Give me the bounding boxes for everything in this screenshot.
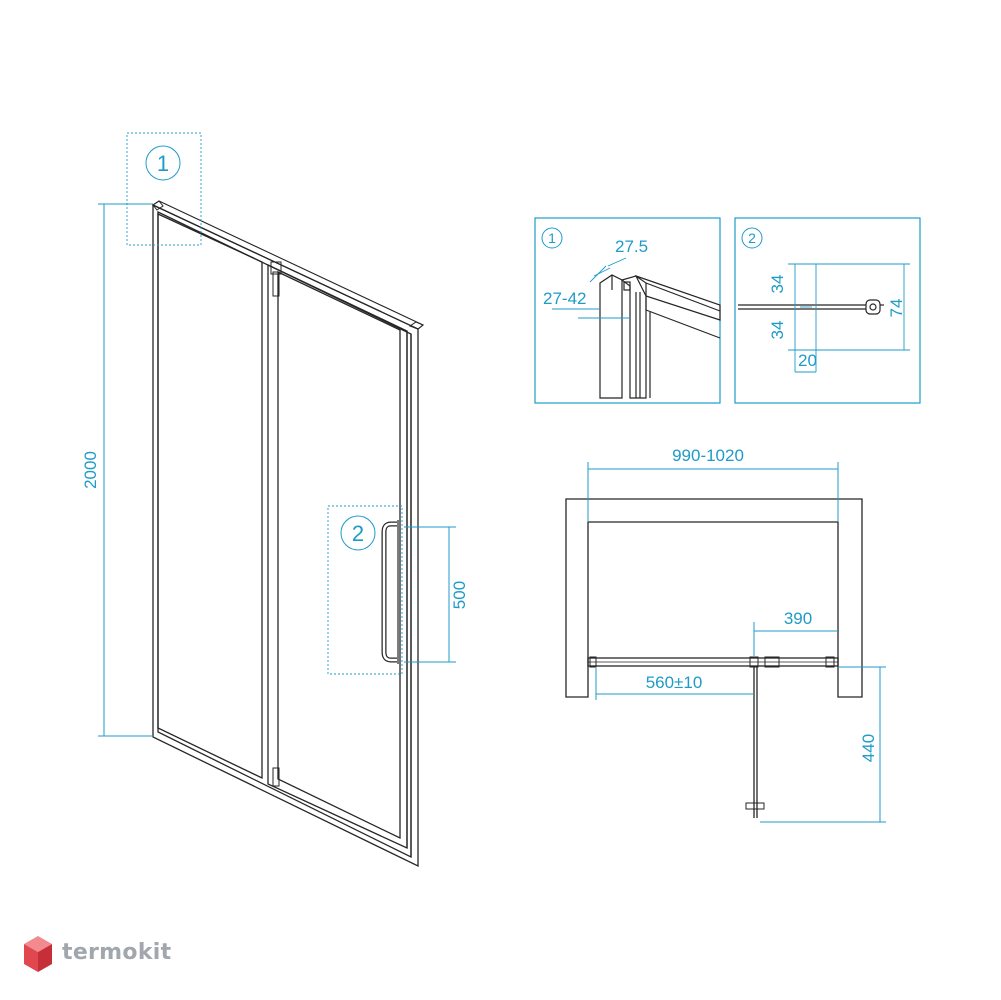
top-end-cap: [152, 200, 164, 211]
callout-number-2: 2: [352, 521, 364, 546]
detail-2: [734, 217, 921, 404]
top-rail: [634, 274, 721, 321]
niche-walls: [565, 498, 863, 698]
cube-logo-icon: [24, 936, 52, 972]
top-hinge-detail: [272, 271, 280, 297]
right-end-cap: [408, 321, 424, 330]
glass-channel: [620, 275, 647, 399]
bottom-hinge: [272, 767, 280, 787]
plan-view: [565, 498, 863, 818]
detail-1-dim-side: 27-42: [543, 289, 586, 308]
door-inner-frame: [157, 210, 412, 859]
height-dimension-label: 2000: [81, 451, 100, 489]
detail-2-number: 2: [748, 230, 756, 246]
top-profile: [151, 200, 425, 330]
handle-dimension-label: 500: [450, 581, 469, 609]
plan-dimensions: [587, 462, 886, 823]
detail-2-dim-b: 34: [768, 321, 787, 340]
plan-width-label: 990-1020: [672, 446, 744, 465]
front-view: [151, 200, 425, 868]
detail-2-dim-width: 20: [798, 351, 817, 370]
detail-2-frame: [734, 217, 921, 404]
plan-swing-label: 440: [859, 734, 878, 762]
top-hinge: [270, 261, 282, 275]
detail-1-dim-top: 27.5: [615, 237, 648, 256]
front-view-dimensions: [98, 132, 456, 737]
callout-box-2: [327, 505, 403, 675]
callout-number-1: 1: [157, 151, 169, 176]
detail-2-dim-total: 74: [887, 299, 906, 318]
detail-2-dim-a: 34: [768, 275, 787, 294]
detail-1-number: 1: [548, 230, 556, 246]
callout-circle-1: [145, 145, 181, 181]
callout-box-1: [126, 132, 202, 246]
fixed-panel: [157, 212, 263, 780]
door-handle: [381, 521, 397, 663]
detail-1: [534, 217, 721, 404]
wall-profile: [599, 274, 623, 399]
brand-name: termokit: [62, 940, 172, 965]
handle-grip: [865, 299, 881, 315]
door-leaf-glass: [277, 270, 401, 840]
plan-fixed-label: 390: [784, 609, 812, 628]
plan-opening-label: 560±10: [646, 673, 703, 692]
callout-circle-2: [340, 515, 376, 551]
